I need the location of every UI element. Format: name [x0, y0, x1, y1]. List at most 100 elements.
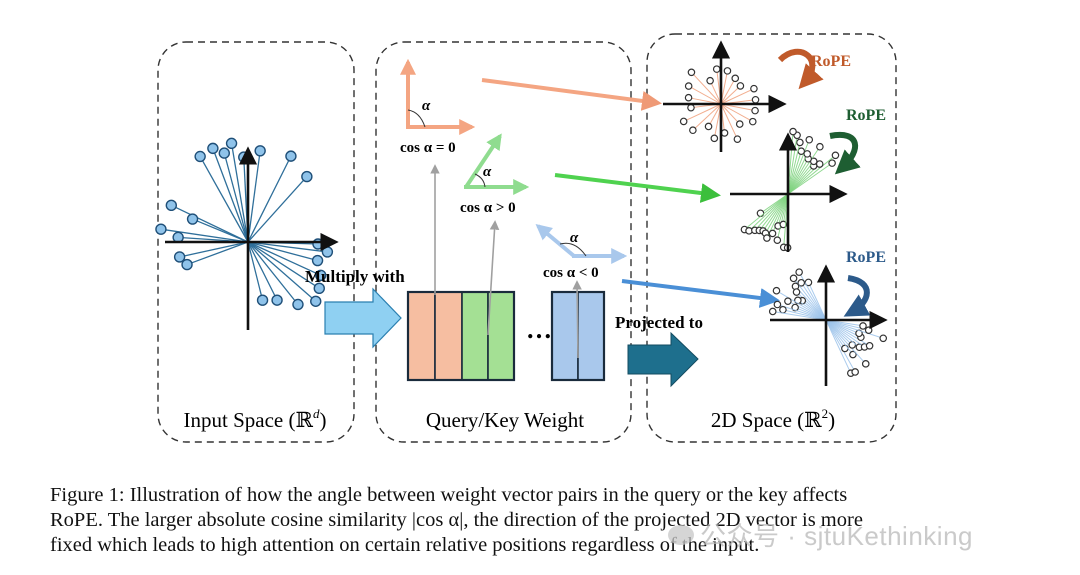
input-point: [225, 137, 238, 150]
input-starburst: [155, 137, 334, 311]
blue-plot-point: [772, 286, 781, 295]
watermark: 公众号 · sjtuKethinking: [668, 516, 973, 553]
blue-angle-arc: [559, 242, 587, 257]
connector-blue: [572, 280, 582, 359]
blue-plot-spoke: [825, 319, 856, 373]
blue-plot-point: [789, 274, 798, 283]
blue-vec-diag: [535, 223, 576, 258]
caption-line-3: fixed which leads to high attention on c…: [50, 534, 760, 556]
blue-plot-spoke: [825, 319, 884, 339]
blue-plot-point: [795, 268, 803, 276]
green-plot-spoke: [787, 162, 833, 195]
weight-col-orange-2: [434, 291, 463, 381]
orange-plot-point: [751, 106, 759, 115]
blue-plot-point: [841, 344, 849, 353]
green-angle-arc: [474, 173, 486, 188]
input-point: [285, 150, 297, 162]
orange-plot-point: [751, 95, 760, 104]
input-point: [321, 246, 334, 258]
orange-plot-point: [723, 67, 732, 75]
projected-label: Projected to: [615, 313, 703, 332]
orange-plot-spoke: [709, 80, 722, 105]
weight-title: Query/Key Weight: [426, 408, 584, 432]
input-point: [301, 170, 313, 183]
blue-plot-spoke: [776, 290, 827, 321]
input-point: [194, 150, 206, 163]
input-spoke: [247, 241, 317, 302]
green-plot-point: [831, 151, 840, 160]
input-point: [218, 147, 230, 159]
input-spoke: [247, 241, 264, 301]
green-plot-point: [796, 138, 804, 147]
blue-plot-spoke: [825, 319, 865, 348]
orange-plot-point: [735, 120, 744, 128]
rope-blue-arrow: [843, 275, 871, 317]
blue-plot-spoke: [825, 319, 867, 365]
blue-plot-spoke: [800, 282, 827, 321]
green-plot-point: [797, 147, 806, 155]
input-spoke: [223, 152, 249, 243]
green-plot-spoke: [762, 193, 789, 232]
orange-plot-point: [731, 74, 740, 83]
input-point: [271, 294, 283, 306]
orange-plot-spoke: [688, 85, 722, 105]
input-spoke: [212, 148, 249, 243]
orange-plot-spoke: [692, 103, 722, 131]
orange-plot-spoke: [720, 103, 754, 123]
input-spoke: [247, 176, 308, 243]
input-spoke: [247, 241, 318, 262]
orange-plot-spoke: [720, 103, 741, 125]
input-spoke: [247, 241, 299, 305]
green-plot-point: [773, 236, 782, 244]
weight-col-blue-1: [551, 291, 579, 381]
blue-plot-point: [768, 307, 777, 316]
blue-plot-point: [864, 326, 873, 334]
weight-col-orange-1: [407, 291, 436, 381]
input-spoke: [247, 241, 278, 301]
input-point: [207, 142, 219, 155]
input-spoke: [247, 241, 328, 253]
input-point: [312, 238, 324, 250]
input-point: [155, 223, 167, 235]
green-plot-point: [789, 127, 797, 136]
rope-green-label: RoPE: [846, 107, 886, 124]
blue-plot-spoke: [825, 319, 860, 348]
green-plot-point: [763, 234, 771, 242]
green-plot-spoke: [776, 193, 789, 241]
caption-line-1: Figure 1: Illustration of how the angle …: [50, 484, 848, 506]
rope-blue-label: RoPE: [846, 249, 886, 266]
space2d-panel: [646, 33, 897, 443]
green-plot-spoke: [787, 153, 808, 195]
green-plot-point: [805, 135, 814, 144]
orange-plot-spoke: [683, 103, 722, 122]
plot-orange: [663, 40, 787, 152]
orange-plot-point: [736, 82, 745, 90]
orange-plot-point: [733, 135, 742, 143]
weight-col-green-1: [461, 291, 489, 381]
orange-plot-point: [689, 126, 697, 135]
green-plot-spoke: [787, 146, 821, 195]
input-point: [311, 254, 324, 267]
orange-plot-point: [687, 68, 696, 77]
blue-plot-spoke: [796, 291, 827, 321]
weight-col-green-2: [487, 291, 515, 381]
input-point: [165, 199, 178, 212]
input-spoke: [186, 241, 249, 266]
input-spoke: [199, 156, 249, 243]
input-spoke: [179, 241, 249, 258]
blue-plot-spoke: [825, 319, 852, 374]
orange-plot-point: [679, 117, 688, 126]
green-plot-spoke: [748, 193, 789, 232]
orange-plot-point: [750, 84, 758, 93]
blue-plot-point: [859, 322, 867, 330]
green-plot-point: [816, 142, 824, 151]
blue-plot-spoke: [825, 319, 870, 347]
blue-plot-point: [792, 288, 801, 296]
blue-plot-point: [797, 278, 806, 287]
weight-col-blue-2: [577, 291, 605, 381]
input-spoke: [247, 241, 320, 289]
green-vec-diag: [464, 133, 502, 189]
input-spoke: [171, 204, 249, 243]
input-spoke: [247, 150, 261, 243]
cos-pos-label: cos α > 0: [460, 200, 516, 216]
